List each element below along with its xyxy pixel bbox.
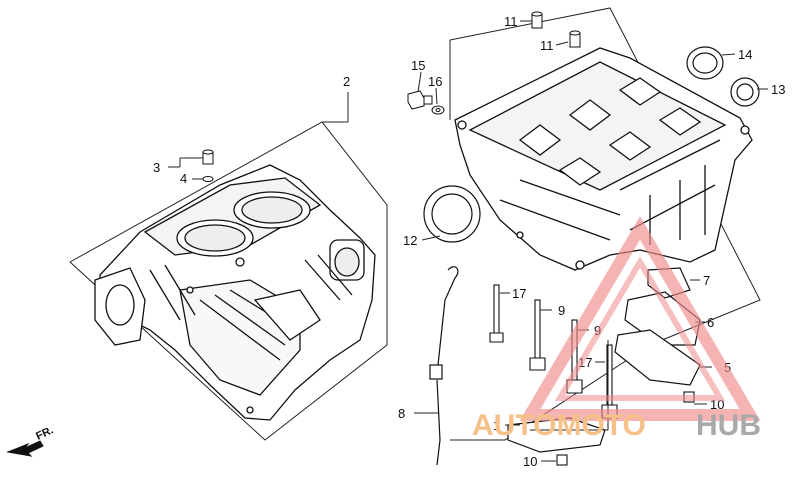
part-label-3: 3	[153, 160, 160, 175]
part-label-1: 1	[493, 418, 500, 433]
part-label-11a: 11	[504, 14, 518, 29]
part-label-13: 13	[771, 82, 785, 97]
part-label-7: 7	[703, 273, 710, 288]
oil-seal-part12	[423, 185, 481, 243]
part-label-6: 6	[707, 315, 714, 330]
watermark-triangle-logo	[519, 216, 761, 421]
part-label-2: 2	[343, 74, 350, 89]
part-label-9a: 9	[558, 303, 565, 318]
watermark-text-hub: HUB	[696, 409, 761, 442]
baffle-plate-part5	[614, 329, 701, 386]
part-label-8: 8	[398, 406, 405, 421]
dowel-pin-part3	[202, 149, 214, 182]
oil-seal-part13	[730, 77, 760, 107]
oil-seal-part14	[686, 46, 724, 80]
dipstick-part8	[429, 266, 459, 466]
part-label-12: 12	[403, 233, 417, 248]
front-direction-label: FR.	[34, 424, 55, 442]
part-label-16: 16	[428, 74, 442, 89]
part-label-4: 4	[180, 171, 187, 186]
cylinder-block-frame	[69, 92, 388, 441]
part-label-17a: 17	[512, 286, 526, 301]
part-label-14: 14	[738, 47, 752, 62]
cylinder-block	[94, 164, 376, 421]
front-direction-arrow: FR.	[6, 424, 55, 457]
gasket-part6	[624, 291, 701, 346]
dowel-pins-part11	[531, 11, 581, 48]
bolt-part15-washer-part16	[407, 90, 445, 115]
part-label-11b: 11	[540, 38, 554, 53]
lower-crankcase	[454, 47, 753, 271]
leader-lines-3-4	[168, 157, 203, 180]
part-label-15: 15	[411, 58, 425, 73]
watermark-text-automoto: AUTOMOTO	[472, 409, 646, 442]
watermark: AUTOMOTO HUB	[472, 216, 761, 442]
part-label-10b: 10	[523, 454, 537, 469]
